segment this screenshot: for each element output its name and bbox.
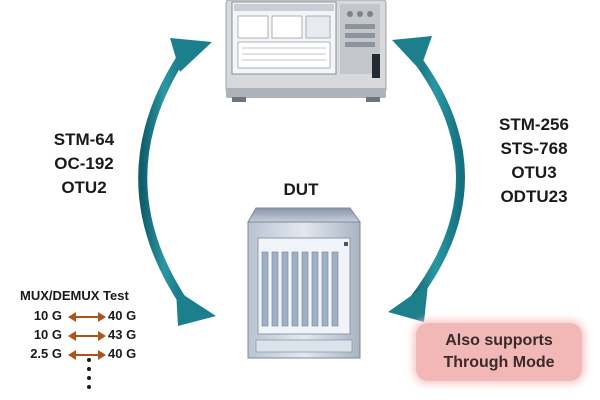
left-label-stm64: STM-64 — [53, 130, 115, 149]
left-double-arrow — [138, 38, 216, 326]
right-label-odtu23: ODTU23 — [500, 187, 568, 206]
right-signal-labels: STM-256 STS-768 OTU3 ODTU23 — [476, 113, 592, 209]
left-signal-labels: STM-64 OC-192 OTU2 — [28, 128, 140, 200]
through-mode-callout: Also supports Through Mode — [416, 323, 582, 381]
right-label-otu3: OTU3 — [511, 163, 557, 182]
right-label-sts768: STS-768 — [500, 139, 568, 158]
right-double-arrow — [388, 36, 465, 322]
mux-row: 10 G 40 G — [8, 308, 160, 327]
vertical-ellipsis-icon — [87, 358, 91, 389]
through-mode-line1: Also supports — [445, 332, 553, 349]
double-arrow-icon — [68, 350, 106, 360]
mux-row-to: 40 G — [108, 346, 137, 361]
mux-demux-title: MUX/DEMUX Test — [20, 288, 129, 303]
left-label-otu2: OTU2 — [61, 178, 107, 197]
double-arrow-icon — [68, 331, 106, 341]
mux-row-from: 10 G — [33, 327, 62, 342]
right-label-stm256: STM-256 — [499, 115, 569, 134]
mux-row-from: 10 G — [33, 308, 62, 323]
dut-rack-icon — [247, 207, 361, 359]
left-label-oc192: OC-192 — [54, 154, 114, 173]
mux-row: 10 G 43 G — [8, 327, 160, 346]
mux-row-from: 2.5 G — [30, 346, 62, 361]
mux-row-to: 43 G — [108, 327, 137, 342]
mux-demux-test: MUX/DEMUX Test 10 G 40 G 10 G 43 G 2.5 G… — [8, 288, 160, 365]
double-arrow-icon — [68, 312, 106, 322]
test-instrument-icon — [225, 0, 387, 102]
mux-row: 2.5 G 40 G — [8, 346, 160, 365]
through-mode-line2: Through Mode — [443, 354, 555, 371]
mux-row-to: 40 G — [108, 308, 137, 323]
dut-label: DUT — [283, 180, 319, 199]
